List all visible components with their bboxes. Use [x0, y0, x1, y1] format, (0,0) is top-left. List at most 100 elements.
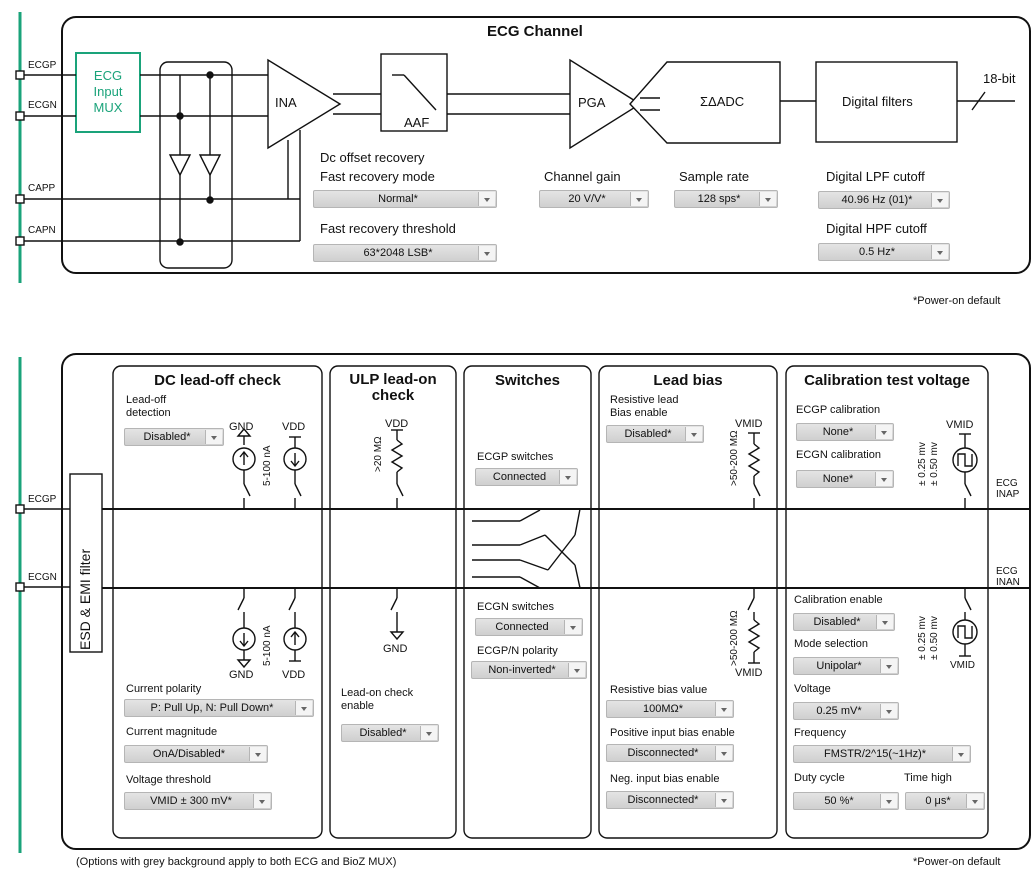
- current-magnitude-dropdown[interactable]: OnA/Disabled*: [124, 745, 268, 763]
- lpf-label: Digital LPF cutoff: [826, 169, 925, 184]
- polarity-dropdown[interactable]: Non-inverted*: [471, 661, 587, 679]
- voltage-dropdown[interactable]: 0.25 mV*: [793, 702, 899, 720]
- cal-vmid-bottom: VMID: [950, 660, 975, 671]
- fast-threshold-dropdown[interactable]: 63*2048 LSB*: [313, 244, 497, 262]
- duty-dropdown[interactable]: 50 %*: [793, 792, 899, 810]
- adc-block: [629, 61, 781, 144]
- lead-on-enable-dropdown[interactable]: Disabled*: [341, 724, 439, 742]
- chevron-down-icon: [952, 747, 969, 761]
- resistive-bias-dropdown[interactable]: Disabled*: [606, 425, 704, 443]
- chevron-down-icon: [564, 620, 581, 634]
- dc-offset-label: Dc offset recovery: [320, 150, 425, 165]
- fast-mode-label: Fast recovery mode: [320, 169, 435, 184]
- pin-ecgp-bottom: [15, 504, 25, 514]
- cal-amp1-top: ± 0.25 mv: [917, 442, 928, 486]
- chevron-down-icon: [295, 701, 312, 715]
- pga-amplifier: [569, 58, 642, 150]
- dc-leadoff-title: DC lead-off check: [154, 372, 281, 389]
- cal-vmid-top: VMID: [946, 419, 974, 431]
- hpf-dropdown[interactable]: 0.5 Hz*: [818, 243, 950, 261]
- cal-amp2-top: ± 0.50 mv: [929, 442, 940, 486]
- channel-gain-dropdown[interactable]: 20 V/V*: [539, 190, 649, 208]
- current-magnitude-label: Current magnitude: [126, 726, 218, 738]
- pin-ecgn: [15, 111, 25, 121]
- bias-res-top: >50-200 MΩ: [729, 430, 740, 486]
- pin-capp: [15, 194, 25, 204]
- chevron-down-icon: [715, 793, 732, 807]
- vdd-label-top: VDD: [282, 421, 306, 433]
- pin-label-ecgn-bottom: ECGN: [28, 572, 57, 583]
- ecgp-cal-label: ECGP calibration: [796, 404, 881, 416]
- pos-bias-label: Positive input bias enable: [610, 727, 735, 739]
- frequency-dropdown[interactable]: FMSTR/2^15(~1Hz)*: [793, 745, 971, 763]
- mode-dropdown[interactable]: Unipolar*: [793, 657, 899, 675]
- chevron-down-icon: [715, 702, 732, 716]
- sample-rate-dropdown[interactable]: 128 sps*: [674, 190, 778, 208]
- pin-label-capn: CAPN: [28, 225, 56, 236]
- fast-threshold-label: Fast recovery threshold: [320, 221, 456, 236]
- ecgp-cal-dropdown[interactable]: None*: [796, 423, 894, 441]
- chevron-down-icon: [253, 794, 270, 808]
- pin-label-capp: CAPP: [28, 183, 56, 194]
- esd-box: [69, 473, 103, 653]
- cal-enable-dropdown[interactable]: Disabled*: [793, 613, 895, 631]
- mux-note: (Options with grey background apply to b…: [76, 856, 397, 868]
- pos-bias-dropdown[interactable]: Disconnected*: [606, 744, 734, 762]
- current-polarity-dropdown[interactable]: P: Pull Up, N: Pull Down*: [124, 699, 314, 717]
- aaf-label: AAF: [404, 115, 430, 130]
- vdd-label-bottom: VDD: [282, 669, 306, 681]
- cal-amp1-bottom: ± 0.25 mv: [917, 616, 928, 660]
- voltage-threshold-dropdown[interactable]: VMID ± 300 mV*: [124, 792, 272, 810]
- ecgn-switches-dropdown[interactable]: Connected: [475, 618, 583, 636]
- frequency-label: Frequency: [794, 727, 846, 739]
- pin-label-ecgp-bottom: ECGP: [28, 494, 57, 505]
- polarity-label: ECGP/N polarity: [477, 645, 558, 657]
- top-footnote: *Power-on default: [913, 295, 1001, 307]
- chevron-down-icon: [876, 615, 893, 629]
- ina-label: INA: [275, 95, 297, 110]
- fast-mode-dropdown[interactable]: Normal*: [313, 190, 497, 208]
- chevron-down-icon: [715, 746, 732, 760]
- neg-bias-dropdown[interactable]: Disconnected*: [606, 791, 734, 809]
- chevron-down-icon: [880, 704, 897, 718]
- hpf-label: Digital HPF cutoff: [826, 221, 927, 236]
- ecgp-switches-dropdown[interactable]: Connected: [475, 468, 578, 486]
- mux-box: [75, 52, 141, 133]
- pin-label-ecgp: ECGP: [28, 60, 57, 71]
- lpf-dropdown[interactable]: 40.96 Hz (01)*: [818, 191, 950, 209]
- chevron-down-icon: [249, 747, 266, 761]
- ecgn-switches-label: ECGN switches: [477, 601, 555, 613]
- sample-rate-label: Sample rate: [679, 169, 750, 184]
- ulp-vdd-label: VDD: [385, 418, 409, 430]
- pin-ecgp: [15, 70, 25, 80]
- chevron-down-icon: [478, 246, 495, 260]
- esd-label: ESD & EMI filter: [77, 548, 93, 650]
- pin-label-ecgn: ECGN: [28, 100, 57, 111]
- time-high-dropdown[interactable]: 0 μs*: [905, 792, 985, 810]
- aaf-box: [380, 53, 448, 132]
- chevron-down-icon: [880, 659, 897, 673]
- ecg-channel-title: ECG Channel: [487, 23, 583, 40]
- chevron-down-icon: [759, 192, 776, 206]
- gnd-label-bottom: GND: [229, 669, 254, 681]
- ulp-res-label: >20 MΩ: [373, 436, 384, 472]
- time-high-label: Time high: [904, 772, 952, 784]
- pin-capn: [15, 236, 25, 246]
- gnd-label-top: GND: [229, 421, 254, 433]
- chevron-down-icon: [478, 192, 495, 206]
- adc-label: ΣΔADC: [700, 94, 745, 109]
- mode-label: Mode selection: [794, 638, 868, 650]
- bias-res-bottom: >50-200 MΩ: [729, 610, 740, 666]
- bias-vmid-bottom: VMID: [735, 667, 763, 679]
- ecgn-cal-dropdown[interactable]: None*: [796, 470, 894, 488]
- current-polarity-label: Current polarity: [126, 683, 202, 695]
- leadoff-detect-dropdown[interactable]: Disabled*: [124, 428, 224, 446]
- cal-enable-label: Calibration enable: [794, 594, 883, 606]
- bias-value-dropdown[interactable]: 100MΩ*: [606, 700, 734, 718]
- chevron-down-icon: [931, 193, 948, 207]
